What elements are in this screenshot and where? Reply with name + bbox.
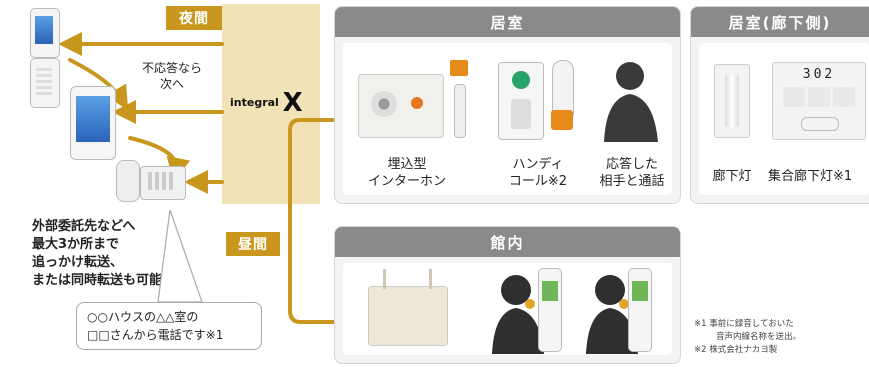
intercom-icon [358, 74, 444, 138]
pull-call-icon [498, 62, 544, 140]
transfer-line-2: 最大3か所まで [32, 237, 120, 252]
smartphone-icon [70, 86, 116, 160]
label-talk: 応答した 相手と通話 [594, 156, 670, 190]
label-group-corridor-line: 集合廊下灯※1 [768, 169, 853, 184]
label-intercom-line-2: インターホン [367, 174, 446, 189]
pendant-icon [548, 60, 576, 136]
base-station-icon [368, 269, 448, 346]
room-panel-title: 居室 [335, 7, 680, 37]
label-handy-line-2: コール※2 [508, 174, 568, 189]
brand-mark: X [282, 88, 303, 118]
bubble-line-2: □□さんから電話です※1 [87, 328, 224, 342]
arrow-room-to-system [288, 118, 364, 334]
corridor-panel-title: 居室(廊下側) [691, 7, 869, 37]
bubble-tail [157, 210, 203, 303]
footnote-2: ※2 株式会社ナカヨ製 [694, 345, 778, 355]
no-answer-line-1: 不応答なら [142, 61, 203, 75]
transfer-line-3: 追っかけ転送、 [32, 255, 124, 270]
system-band [222, 4, 320, 204]
label-handy-line-1: ハンディ [512, 157, 564, 172]
desk-phone-icon [116, 158, 186, 202]
day-tag: 昼間 [226, 232, 280, 256]
staff-on-phone-icon-1 [492, 275, 544, 354]
label-group-corridor-light: 集合廊下灯※1 [768, 168, 868, 185]
handy-call-icon [448, 60, 470, 140]
flip-phone-icon [30, 8, 60, 108]
voice-bubble: ○○ハウスの△△室の □□さんから電話です※1 [76, 302, 262, 350]
footnotes: ※1 事前に録音しておいた 音声内線名称を送出。 ※2 株式会社ナカヨ製 [694, 318, 801, 357]
label-talk-line-2: 相手と通話 [599, 174, 665, 189]
transfer-note: 外部委託先などへ 最大3か所まで 追っかけ転送、 または同時転送も可能 [32, 218, 162, 290]
label-handy-call: ハンディ コール※2 [488, 156, 588, 190]
no-answer-note: 不応答なら 次へ [142, 60, 202, 92]
transfer-line-4: または同時転送も可能 [32, 273, 163, 288]
bubble-line-1: ○○ハウスの△△室の [87, 310, 199, 324]
handset-icon-1 [538, 268, 562, 352]
group-corridor-light-icon: 302 [772, 62, 866, 140]
brand-prefix: integral [230, 96, 279, 109]
room-number: 302 [802, 67, 836, 82]
label-intercom: 埋込型 インターホン [362, 156, 452, 190]
label-corridor-light: 廊下灯 [708, 168, 756, 185]
handset-icon-2 [628, 268, 652, 352]
staff-on-phone-icon-2 [586, 275, 638, 354]
arrow-fallback-1 [68, 58, 129, 111]
brand-logo: integral X [230, 88, 303, 118]
footnote-1-cont: 音声内線名称を送出。 [716, 332, 802, 342]
night-tag: 夜間 [166, 6, 222, 30]
corridor-light-icon [714, 64, 750, 138]
transfer-line-1: 外部委託先などへ [32, 219, 136, 234]
label-intercom-line-1: 埋込型 [387, 157, 427, 172]
no-answer-line-2: 次へ [160, 77, 185, 91]
label-talk-line-1: 応答した [605, 157, 658, 172]
building-panel-title: 館内 [335, 227, 680, 257]
person-silhouette-icon [604, 62, 658, 142]
footnote-1: ※1 事前に録音しておいた [694, 319, 794, 329]
label-corridor-line: 廊下灯 [712, 169, 752, 184]
